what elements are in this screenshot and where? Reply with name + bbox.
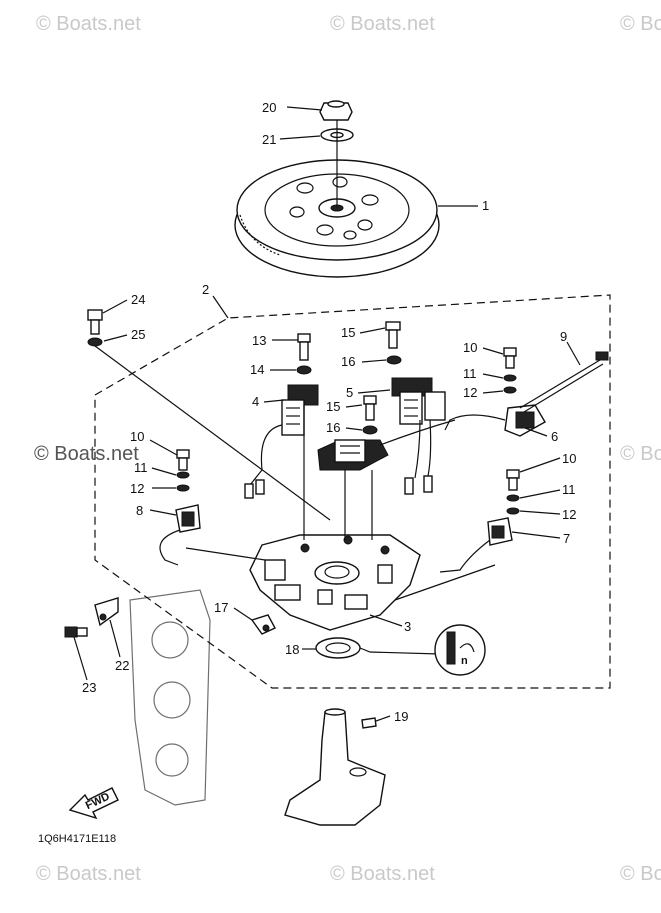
forward-arrow: FWD bbox=[68, 787, 119, 820]
callout-17: 17 bbox=[214, 600, 228, 615]
callout-2: 2 bbox=[202, 282, 209, 297]
svg-text:n: n bbox=[461, 655, 468, 667]
callout-10-top-right: 10 bbox=[463, 340, 477, 355]
callout-12-right: 12 bbox=[562, 507, 576, 522]
oil-seal-18 bbox=[315, 637, 361, 659]
watermark-bottom-left: © Boats.net bbox=[36, 863, 141, 885]
guide-line-7 bbox=[394, 564, 496, 601]
callout-11-right: 11 bbox=[562, 482, 576, 497]
bolt-10-top-right bbox=[503, 347, 517, 369]
callout-23: 23 bbox=[82, 680, 96, 695]
callout-10-left: 10 bbox=[130, 429, 144, 444]
flywheel-nut bbox=[319, 100, 353, 121]
diagram-code: 1Q6H4171E118 bbox=[38, 833, 116, 845]
spark-plug-lead-9 bbox=[519, 351, 609, 413]
flywheel bbox=[234, 159, 440, 278]
assembly-boundary bbox=[94, 294, 611, 689]
guide-line-18 bbox=[359, 647, 441, 655]
callout-4: 4 bbox=[252, 394, 259, 409]
watermarks: © Boats.net © Boats.net © Boats.net © Bo… bbox=[34, 13, 661, 885]
callout-15-mid: 15 bbox=[326, 399, 340, 414]
guide-line-8 bbox=[185, 547, 266, 561]
callout-12-top-right: 12 bbox=[463, 385, 477, 400]
bolt-24 bbox=[87, 309, 103, 335]
washer-11-right bbox=[506, 494, 520, 502]
washer-12-top-right bbox=[503, 386, 517, 394]
callout-24: 24 bbox=[131, 292, 145, 307]
charge-coil-4 bbox=[244, 384, 319, 499]
cdi-unit-8 bbox=[159, 504, 201, 566]
callout-labels: 20 21 1 24 25 2 13 14 4 15 16 5 15 16 10… bbox=[82, 100, 576, 724]
callout-22: 22 bbox=[115, 658, 129, 673]
clamp-17 bbox=[250, 614, 276, 635]
bolt-15-mid bbox=[363, 395, 377, 421]
callout-7: 7 bbox=[563, 531, 570, 546]
callout-1: 1 bbox=[482, 198, 489, 213]
crankcase-outline bbox=[129, 589, 211, 806]
bolt-10-right bbox=[506, 469, 520, 491]
washer-12-left bbox=[176, 484, 190, 492]
callout-16-top: 16 bbox=[341, 354, 355, 369]
pulser-coil-5 bbox=[391, 377, 446, 495]
leader-lines bbox=[73, 106, 581, 722]
callout-9: 9 bbox=[560, 329, 567, 344]
washer-16-top bbox=[386, 355, 402, 365]
callout-19: 19 bbox=[394, 709, 408, 724]
wire-6 bbox=[444, 414, 506, 431]
callout-25: 25 bbox=[131, 327, 145, 342]
bolt-13 bbox=[297, 333, 311, 361]
callout-6: 6 bbox=[551, 429, 558, 444]
stator-base-plate bbox=[249, 534, 421, 631]
washer-14 bbox=[296, 365, 312, 375]
callout-12-left: 12 bbox=[130, 481, 144, 496]
washer-11-left bbox=[176, 471, 190, 479]
watermark-middle-right: © Boats.net bbox=[620, 443, 661, 465]
callout-16-mid: 16 bbox=[326, 420, 340, 435]
callout-8: 8 bbox=[136, 503, 143, 518]
watermark-bottom-center: © Boats.net bbox=[330, 863, 435, 885]
screw-23 bbox=[64, 626, 88, 638]
watermark-top-left: © Boats.net bbox=[36, 13, 141, 35]
callout-15-top: 15 bbox=[341, 325, 355, 340]
callout-13: 13 bbox=[252, 333, 266, 348]
washer-12-right bbox=[506, 507, 520, 515]
callout-11-left: 11 bbox=[134, 460, 148, 475]
callout-20: 20 bbox=[262, 100, 276, 115]
callout-14: 14 bbox=[250, 362, 264, 377]
guide-line-24 bbox=[94, 345, 331, 521]
callout-3: 3 bbox=[404, 619, 411, 634]
washer-25 bbox=[87, 337, 103, 347]
washer-11-top-right bbox=[503, 374, 517, 382]
callout-11-top-right: 11 bbox=[463, 366, 477, 381]
crankshaft bbox=[284, 708, 386, 826]
rectifier-7 bbox=[439, 517, 513, 573]
grease-symbol: n bbox=[434, 624, 486, 676]
bolt-10-left bbox=[176, 449, 190, 471]
watermark-top-center: © Boats.net bbox=[330, 13, 435, 35]
watermark-middle-left: © Boats.net bbox=[34, 443, 139, 465]
callout-5: 5 bbox=[346, 385, 353, 400]
bracket-22 bbox=[94, 597, 119, 627]
washer-16-mid bbox=[362, 425, 378, 435]
callout-18: 18 bbox=[285, 642, 299, 657]
woodruff-key-19 bbox=[361, 717, 377, 729]
callout-10-right: 10 bbox=[562, 451, 576, 466]
bolt-15-top bbox=[385, 321, 401, 349]
ignition-coil-6 bbox=[504, 404, 546, 437]
callout-21: 21 bbox=[262, 132, 276, 147]
watermark-bottom-right: © Boats.net bbox=[620, 863, 661, 885]
watermark-top-right: © Boats.net bbox=[620, 13, 661, 35]
